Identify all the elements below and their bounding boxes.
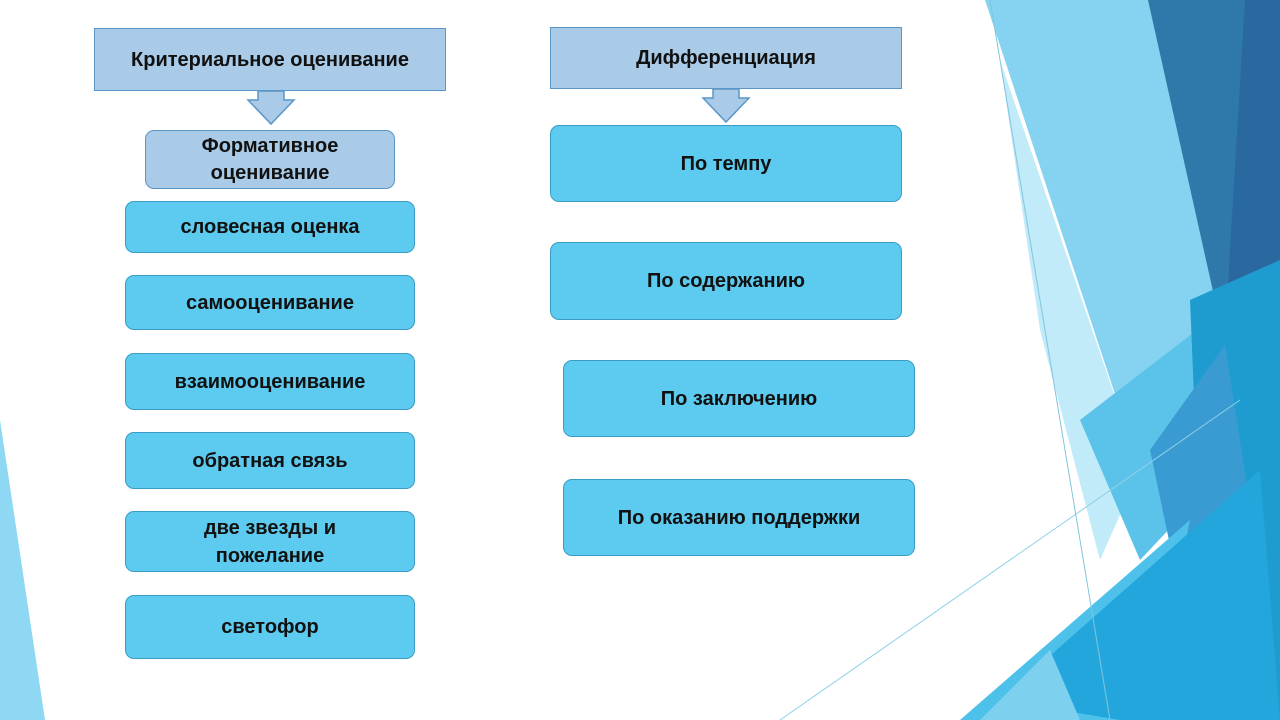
left-item: самооценивание — [125, 275, 415, 330]
right-item: По оказанию поддержки — [563, 479, 915, 556]
criteria-assessment-header: Критериальное оценивание — [94, 28, 446, 91]
item-label: По темпу — [680, 152, 772, 175]
left-item: две звезды и пожелание — [125, 511, 415, 572]
item-label: По оказанию поддержки — [617, 506, 861, 529]
header-label: Критериальное оценивание — [131, 48, 409, 71]
item-label: две звезды и пожелание — [203, 516, 337, 567]
item-label: взаимооценивание — [174, 370, 366, 393]
right-item: По содержанию — [550, 242, 902, 320]
right-item: По темпу — [550, 125, 902, 202]
item-label: светофор — [221, 616, 319, 638]
differentiation-header: Дифференциация — [550, 27, 902, 89]
item-label: словесная оценка — [180, 216, 360, 238]
left-item: взаимооценивание — [125, 353, 415, 410]
left-item: светофор — [125, 595, 415, 659]
header-label: Дифференциация — [636, 47, 816, 69]
formative-label: Формативное оценивание — [201, 134, 339, 184]
item-label: самооценивание — [186, 291, 354, 314]
right-item: По заключению — [563, 360, 915, 437]
down-arrow-icon — [246, 90, 296, 126]
left-item: словесная оценка — [125, 201, 415, 253]
item-label: По заключению — [660, 387, 818, 410]
item-label: обратная связь — [192, 449, 348, 472]
item-label: По содержанию — [647, 270, 805, 292]
down-arrow-icon — [701, 88, 751, 124]
formative-assessment-box: Формативное оценивание — [145, 130, 395, 189]
left-item: обратная связь — [125, 432, 415, 489]
